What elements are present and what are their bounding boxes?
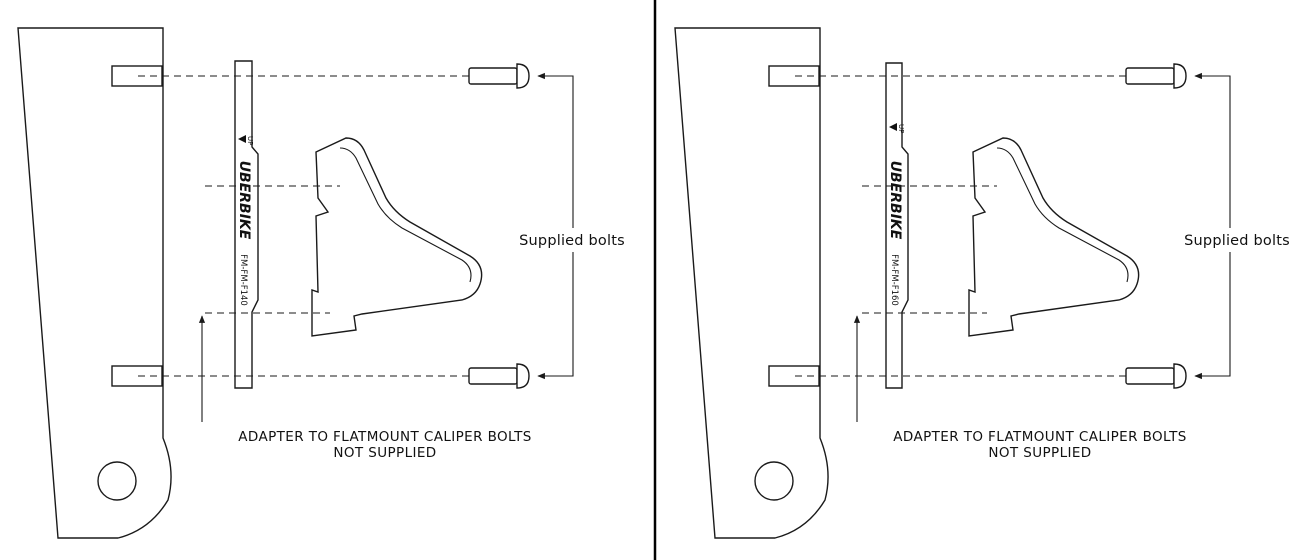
note-line-1: ADAPTER TO FLATMOUNT CALIPER BOLTS (893, 429, 1186, 445)
adapter-plate (234, 60, 259, 389)
panel-left: UBERBIKE FM-FM-F140 UP Supplied bolts AD… (17, 27, 625, 539)
bolt-shank (1125, 367, 1175, 385)
note-line-2: NOT SUPPLIED (988, 445, 1091, 461)
supplied-bolts-bracket (1194, 252, 1231, 380)
bolt-head (516, 363, 530, 389)
axle-hole (97, 461, 137, 501)
adapter-up-mark: UP (246, 136, 254, 145)
brake-caliper (968, 137, 1140, 337)
adapter-plate (885, 62, 909, 389)
bolt-bottom (468, 363, 530, 389)
supplied-bolts-bracket (537, 72, 574, 228)
bolt-shank (1125, 67, 1175, 85)
adapter-markings: UBERBIKE FM-FM-F160 (887, 161, 903, 306)
frame-dropout (674, 27, 829, 539)
supplied-bolts-label: Supplied bolts (519, 233, 625, 249)
up-arrow-icon (889, 123, 897, 131)
adapter-brand: UBERBIKE (236, 161, 252, 240)
note-line-1: ADAPTER TO FLATMOUNT CALIPER BOLTS (238, 429, 531, 445)
caliper-edge-line (339, 147, 472, 283)
caliper-edge-line (996, 147, 1129, 283)
adapter-model: FM-FM-F160 (889, 254, 899, 306)
bolt-head (1173, 363, 1187, 389)
axle-hole (754, 461, 794, 501)
bolt-bottom (1125, 363, 1187, 389)
supplied-bolts-label: Supplied bolts (1184, 233, 1290, 249)
adapter-brand: UBERBIKE (887, 161, 903, 240)
up-arrow-icon (238, 135, 246, 143)
bolt-top (1125, 63, 1187, 89)
bolt-shank (468, 367, 518, 385)
brake-caliper (311, 137, 483, 337)
bolt-shank (468, 67, 518, 85)
adapter-up-mark: UP (897, 124, 905, 133)
panel-right: UBERBIKE FM-FM-F160 UP Supplied bolts AD… (674, 27, 1290, 539)
frame-dropout (17, 27, 172, 539)
adapter-model: FM-FM-F140 (238, 254, 248, 306)
adapter-markings: UBERBIKE FM-FM-F140 (236, 161, 252, 306)
bolt-top (468, 63, 530, 89)
bolt-head (516, 63, 530, 89)
bolt-head (1173, 63, 1187, 89)
supplied-bolts-bracket (1194, 72, 1231, 228)
supplied-bolts-bracket (537, 252, 574, 380)
note-line-2: NOT SUPPLIED (333, 445, 436, 461)
